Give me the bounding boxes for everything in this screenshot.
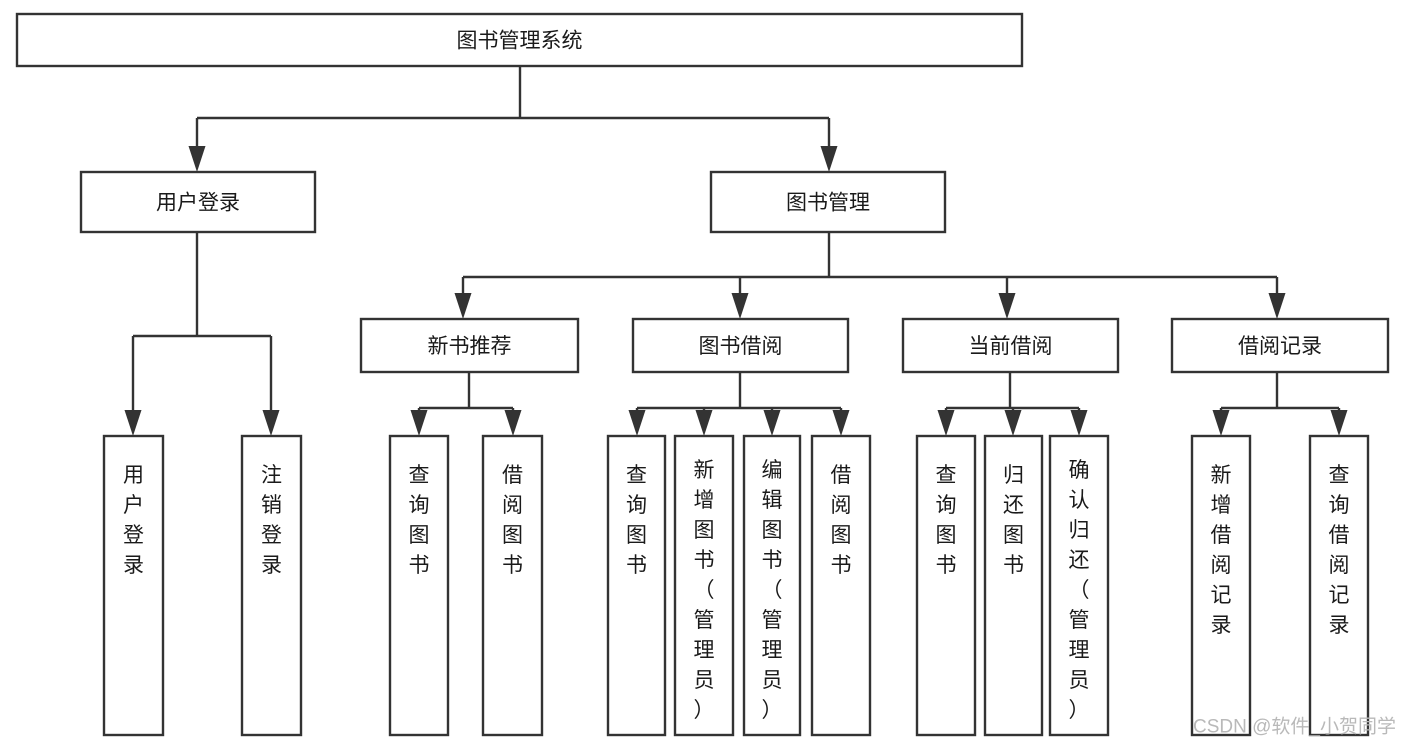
node-label-current-borrow: 当前借阅 — [969, 335, 1053, 358]
node-user-login[interactable]: 用户登录 — [79, 170, 317, 234]
csdn-watermark: CSDN @软件_小贺同学 — [1193, 716, 1396, 738]
node-box-leaf-query-book-borrow[interactable] — [606, 434, 667, 737]
node-box-leaf-borrow-book-recommend[interactable] — [481, 434, 544, 737]
node-label-leaf-logout: 注销登录 — [261, 464, 282, 577]
node-box-leaf-edit-book[interactable] — [742, 434, 802, 737]
node-label-new-book-recommend: 新书推荐 — [428, 335, 512, 358]
current-borrow-drop-2-arrow-icon — [1070, 410, 1088, 436]
node-label-borrow-records: 借阅记录 — [1238, 335, 1322, 358]
node-label-user-login: 用户登录 — [156, 192, 240, 215]
root-drop-1-arrow-icon — [820, 146, 838, 172]
node-current-borrow[interactable]: 当前借阅 — [901, 317, 1120, 374]
node-box-leaf-add-book[interactable] — [673, 434, 735, 737]
node-box-book-borrow[interactable] — [631, 317, 850, 374]
user-login-drop-0-arrow-icon — [124, 410, 142, 436]
book-mgmt-drop-0-arrow-icon — [454, 293, 472, 319]
new-book-recommend-drop-0-arrow-icon — [410, 410, 428, 436]
borrow-records-drop-0-arrow-icon — [1212, 410, 1230, 436]
book-borrow-drop-2-arrow-icon — [763, 410, 781, 436]
node-box-borrow-records[interactable] — [1170, 317, 1390, 374]
book-borrow-drop-0-arrow-icon — [628, 410, 646, 436]
node-label-leaf-query-book-recommend: 查询图书 — [409, 464, 430, 577]
node-book-management[interactable]: 图书管理 — [709, 170, 947, 234]
node-box-leaf-query-book-current[interactable] — [915, 434, 977, 737]
node-leaf-confirm-return[interactable]: 确认归还（管理员） — [1048, 434, 1110, 737]
node-label-leaf-add-book: 新增图书（管理员） — [694, 459, 715, 722]
root-drop-0-arrow-icon — [188, 146, 206, 172]
node-label-leaf-edit-book: 编辑图书（管理员） — [762, 459, 783, 722]
book-mgmt-drop-2-arrow-icon — [998, 293, 1016, 319]
node-label-book-borrow: 图书借阅 — [699, 335, 783, 358]
node-label-leaf-return-book: 归还图书 — [1003, 464, 1024, 577]
node-box-new-book-recommend[interactable] — [359, 317, 580, 374]
node-box-current-borrow[interactable] — [901, 317, 1120, 374]
node-leaf-query-book-current[interactable]: 查询图书 — [915, 434, 977, 737]
node-leaf-add-record[interactable]: 新增借阅记录 — [1190, 434, 1252, 737]
node-leaf-borrow-book-recommend[interactable]: 借阅图书 — [481, 434, 544, 737]
node-box-book-management[interactable] — [709, 170, 947, 234]
node-leaf-query-book-borrow[interactable]: 查询图书 — [606, 434, 667, 737]
node-box-leaf-query-record[interactable] — [1308, 434, 1370, 737]
book-borrow-drop-3-arrow-icon — [832, 410, 850, 436]
node-leaf-edit-book[interactable]: 编辑图书（管理员） — [742, 434, 802, 737]
node-leaf-logout[interactable]: 注销登录 — [240, 434, 303, 737]
book-borrow-drop-1-arrow-icon — [695, 410, 713, 436]
user-login-drop-1-arrow-icon — [262, 410, 280, 436]
node-new-book-recommend[interactable]: 新书推荐 — [359, 317, 580, 374]
node-box-user-login[interactable] — [79, 170, 317, 234]
node-label-leaf-borrow-book-recommend: 借阅图书 — [502, 464, 523, 577]
current-borrow-drop-1-arrow-icon — [1004, 410, 1022, 436]
node-leaf-query-record[interactable]: 查询借阅记录 — [1308, 434, 1370, 737]
node-label-book-management: 图书管理 — [786, 192, 870, 215]
current-borrow-drop-0-arrow-icon — [937, 410, 955, 436]
borrow-records-drop-1-arrow-icon — [1330, 410, 1348, 436]
new-book-recommend-drop-1-arrow-icon — [504, 410, 522, 436]
node-label-leaf-user-login: 用户登录 — [123, 464, 144, 577]
node-label-leaf-query-book-borrow: 查询图书 — [626, 464, 647, 577]
connector-layer — [124, 66, 1348, 436]
node-leaf-borrow-book[interactable]: 借阅图书 — [810, 434, 872, 737]
node-layer: 图书管理系统用户登录图书管理新书推荐图书借阅当前借阅借阅记录用户登录注销登录查询… — [15, 12, 1390, 737]
node-box-leaf-add-record[interactable] — [1190, 434, 1252, 737]
node-leaf-add-book[interactable]: 新增图书（管理员） — [673, 434, 735, 737]
node-leaf-return-book[interactable]: 归还图书 — [983, 434, 1044, 737]
watermark-layer: CSDN @软件_小贺同学 — [1193, 716, 1396, 738]
node-leaf-user-login[interactable]: 用户登录 — [102, 434, 165, 737]
node-box-leaf-return-book[interactable] — [983, 434, 1044, 737]
node-box-leaf-user-login[interactable] — [102, 434, 165, 737]
node-label-leaf-query-book-current: 查询图书 — [936, 464, 957, 577]
node-box-root[interactable] — [15, 12, 1024, 68]
node-label-root: 图书管理系统 — [457, 30, 583, 53]
node-box-leaf-query-book-recommend[interactable] — [388, 434, 450, 737]
node-box-leaf-logout[interactable] — [240, 434, 303, 737]
node-label-leaf-borrow-book: 借阅图书 — [831, 464, 852, 577]
node-root[interactable]: 图书管理系统 — [15, 12, 1024, 68]
node-box-leaf-borrow-book[interactable] — [810, 434, 872, 737]
node-box-leaf-confirm-return[interactable] — [1048, 434, 1110, 737]
node-book-borrow[interactable]: 图书借阅 — [631, 317, 850, 374]
node-label-leaf-query-record: 查询借阅记录 — [1329, 464, 1350, 637]
node-label-leaf-confirm-return: 确认归还（管理员） — [1069, 459, 1090, 722]
node-label-leaf-add-record: 新增借阅记录 — [1211, 464, 1232, 637]
book-mgmt-drop-1-arrow-icon — [731, 293, 749, 319]
node-leaf-query-book-recommend[interactable]: 查询图书 — [388, 434, 450, 737]
book-mgmt-drop-3-arrow-icon — [1268, 293, 1286, 319]
node-borrow-records[interactable]: 借阅记录 — [1170, 317, 1390, 374]
